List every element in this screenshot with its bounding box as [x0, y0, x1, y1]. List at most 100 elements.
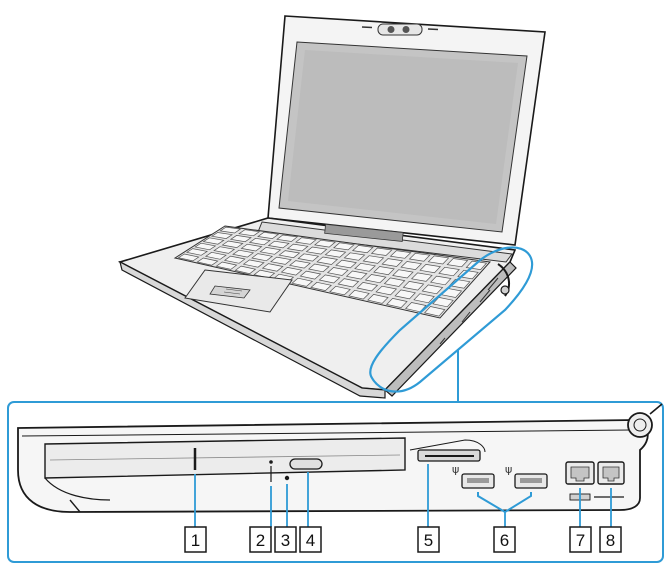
keyboard-key — [213, 246, 236, 254]
leader-lines — [194, 464, 612, 527]
expresscard-slot — [409, 439, 486, 462]
callout-highlight — [369, 246, 534, 393]
keyboard-key — [248, 237, 271, 246]
keyboard-key — [370, 247, 393, 256]
keyboard-key — [354, 262, 376, 272]
label-5: 5 — [417, 526, 440, 553]
svg-text:1: 1 — [191, 531, 200, 550]
keyboard-key — [337, 278, 360, 288]
svg-text:3: 3 — [281, 531, 290, 550]
keyboard-key — [419, 264, 442, 274]
label-6: 6 — [493, 526, 516, 553]
keyboard-key — [343, 252, 366, 261]
keyboard-key — [318, 274, 341, 284]
keyboard-key — [381, 258, 404, 267]
keyboard-key — [427, 255, 450, 265]
side-ports — [439, 277, 499, 345]
keyboard-key — [383, 277, 406, 287]
keyboard-key — [257, 231, 280, 239]
eject-button[interactable] — [289, 458, 323, 470]
keyboard-key — [310, 281, 332, 291]
svg-text:7: 7 — [576, 531, 585, 550]
keyboard-key — [194, 242, 217, 251]
keyboard-key — [286, 243, 309, 252]
keyboard-key — [348, 289, 370, 300]
keyboard-key — [204, 251, 227, 260]
touchpad — [184, 269, 293, 313]
usb-ports: ψ ψ — [452, 463, 548, 514]
network-port — [565, 461, 595, 485]
keyboard-key — [432, 297, 454, 308]
keyboard-key — [242, 259, 265, 268]
keyboard-key — [326, 267, 349, 276]
keyboard-key — [408, 252, 431, 262]
keyboard-key — [229, 235, 252, 243]
keyboard-key — [375, 285, 398, 296]
keyboard-key — [240, 243, 263, 252]
keyboard-key — [299, 270, 322, 280]
keyboard-key — [423, 306, 446, 317]
keyboard-key — [219, 226, 242, 234]
keyboard-key — [313, 239, 336, 248]
keyboard-key — [234, 265, 257, 275]
svg-text:2: 2 — [256, 531, 265, 550]
keyboard-key — [332, 242, 355, 251]
keyboard-key — [295, 237, 317, 245]
keyboard-key — [324, 249, 347, 258]
keyboard-key — [261, 263, 284, 272]
keyboard-key — [329, 285, 351, 296]
svg-text:6: 6 — [500, 531, 509, 550]
keyboard-key — [177, 253, 200, 262]
keyboard-key — [291, 277, 314, 287]
keyboard-key — [394, 289, 416, 300]
hinge-cap — [627, 403, 663, 438]
detail-panel — [7, 401, 664, 563]
keyboard-key — [196, 257, 219, 266]
keyboard-key — [221, 240, 244, 248]
keyboard-key — [215, 261, 238, 270]
label-8: 8 — [599, 526, 622, 553]
manual-eject-hole — [284, 475, 290, 481]
svg-text:5: 5 — [424, 531, 433, 550]
keyboard-key — [276, 234, 299, 242]
drive-indicator — [269, 460, 273, 482]
keyboard-key — [438, 266, 460, 277]
keyboard-key — [308, 263, 330, 273]
keyboard-key — [356, 282, 379, 292]
keyboard-key — [288, 260, 311, 269]
laptop-illustration — [117, 15, 546, 399]
keyboard-key — [421, 284, 444, 295]
keyboard-key — [267, 240, 290, 249]
keyboard-key — [185, 248, 209, 256]
keyboard-key — [389, 250, 412, 259]
keyboard — [173, 225, 491, 319]
keyboard-key — [400, 261, 423, 270]
keyboard-key — [232, 249, 255, 258]
keyboard-key — [410, 272, 433, 282]
keyboard-key — [335, 259, 357, 269]
label-3: 3 — [274, 526, 297, 553]
label-7: 7 — [569, 526, 592, 553]
keyboard-key — [259, 247, 282, 255]
svg-text:8: 8 — [606, 531, 615, 550]
keyboard-key — [238, 229, 261, 237]
label-2: 2 — [249, 526, 272, 553]
keyboard-key — [210, 232, 234, 239]
keyboard-key — [316, 256, 339, 265]
svg-text:ψ: ψ — [505, 463, 512, 476]
keyboard-key — [345, 270, 368, 280]
keyboard-key — [278, 250, 301, 259]
keyboard-key — [280, 267, 303, 276]
webcam — [361, 23, 439, 36]
keyboard-key — [305, 246, 328, 255]
keyboard-key — [386, 298, 408, 308]
keyboard-key — [202, 237, 225, 245]
keyboard-key — [402, 281, 425, 291]
modem-port — [597, 461, 625, 485]
keyboard-key — [297, 253, 320, 262]
label-4: 4 — [299, 526, 322, 553]
keyboard-key — [457, 269, 479, 280]
keyboard-key — [362, 255, 385, 264]
side-view: ψ ψ — [17, 403, 663, 514]
